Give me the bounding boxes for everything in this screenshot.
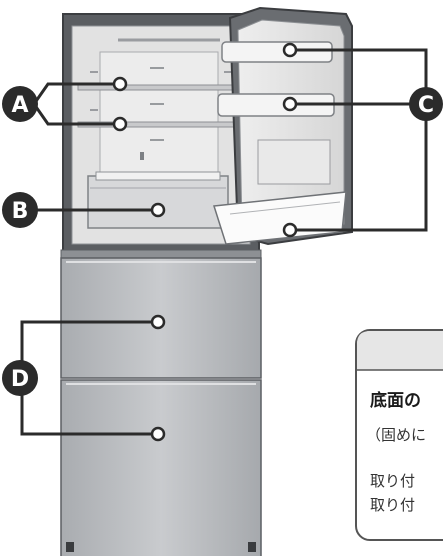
note-line-1: （固めに <box>366 426 426 444</box>
note-title: 底面の <box>370 390 421 411</box>
target-dot <box>112 116 128 132</box>
target-dot <box>282 222 298 238</box>
callout-c: C <box>409 87 443 121</box>
callout-d: D <box>2 360 38 396</box>
callout-a-label: A <box>11 93 28 118</box>
note-box: 底面の （固めに 取り付 取り付 <box>355 329 443 541</box>
shelf-upper <box>77 84 245 91</box>
target-dot <box>282 96 298 112</box>
drawer-lower <box>60 379 262 556</box>
open-door <box>213 6 353 246</box>
callout-a: A <box>2 86 38 122</box>
leader-lines <box>20 48 428 436</box>
callout-b-label: B <box>12 199 29 224</box>
callout-c-label: C <box>418 93 434 118</box>
chilled-case <box>87 175 229 229</box>
target-dot <box>150 202 166 218</box>
lower-drawers <box>60 249 262 556</box>
target-dot <box>282 42 298 58</box>
note-line-3: 取り付 <box>370 496 415 514</box>
target-dots <box>112 42 298 442</box>
target-dot <box>150 314 166 330</box>
callout-d-label: D <box>11 367 29 392</box>
callout-b: B <box>2 192 38 228</box>
target-dot <box>150 426 166 442</box>
note-line-2: 取り付 <box>370 472 415 490</box>
door-pocket-top <box>221 41 333 63</box>
target-dot <box>112 76 128 92</box>
